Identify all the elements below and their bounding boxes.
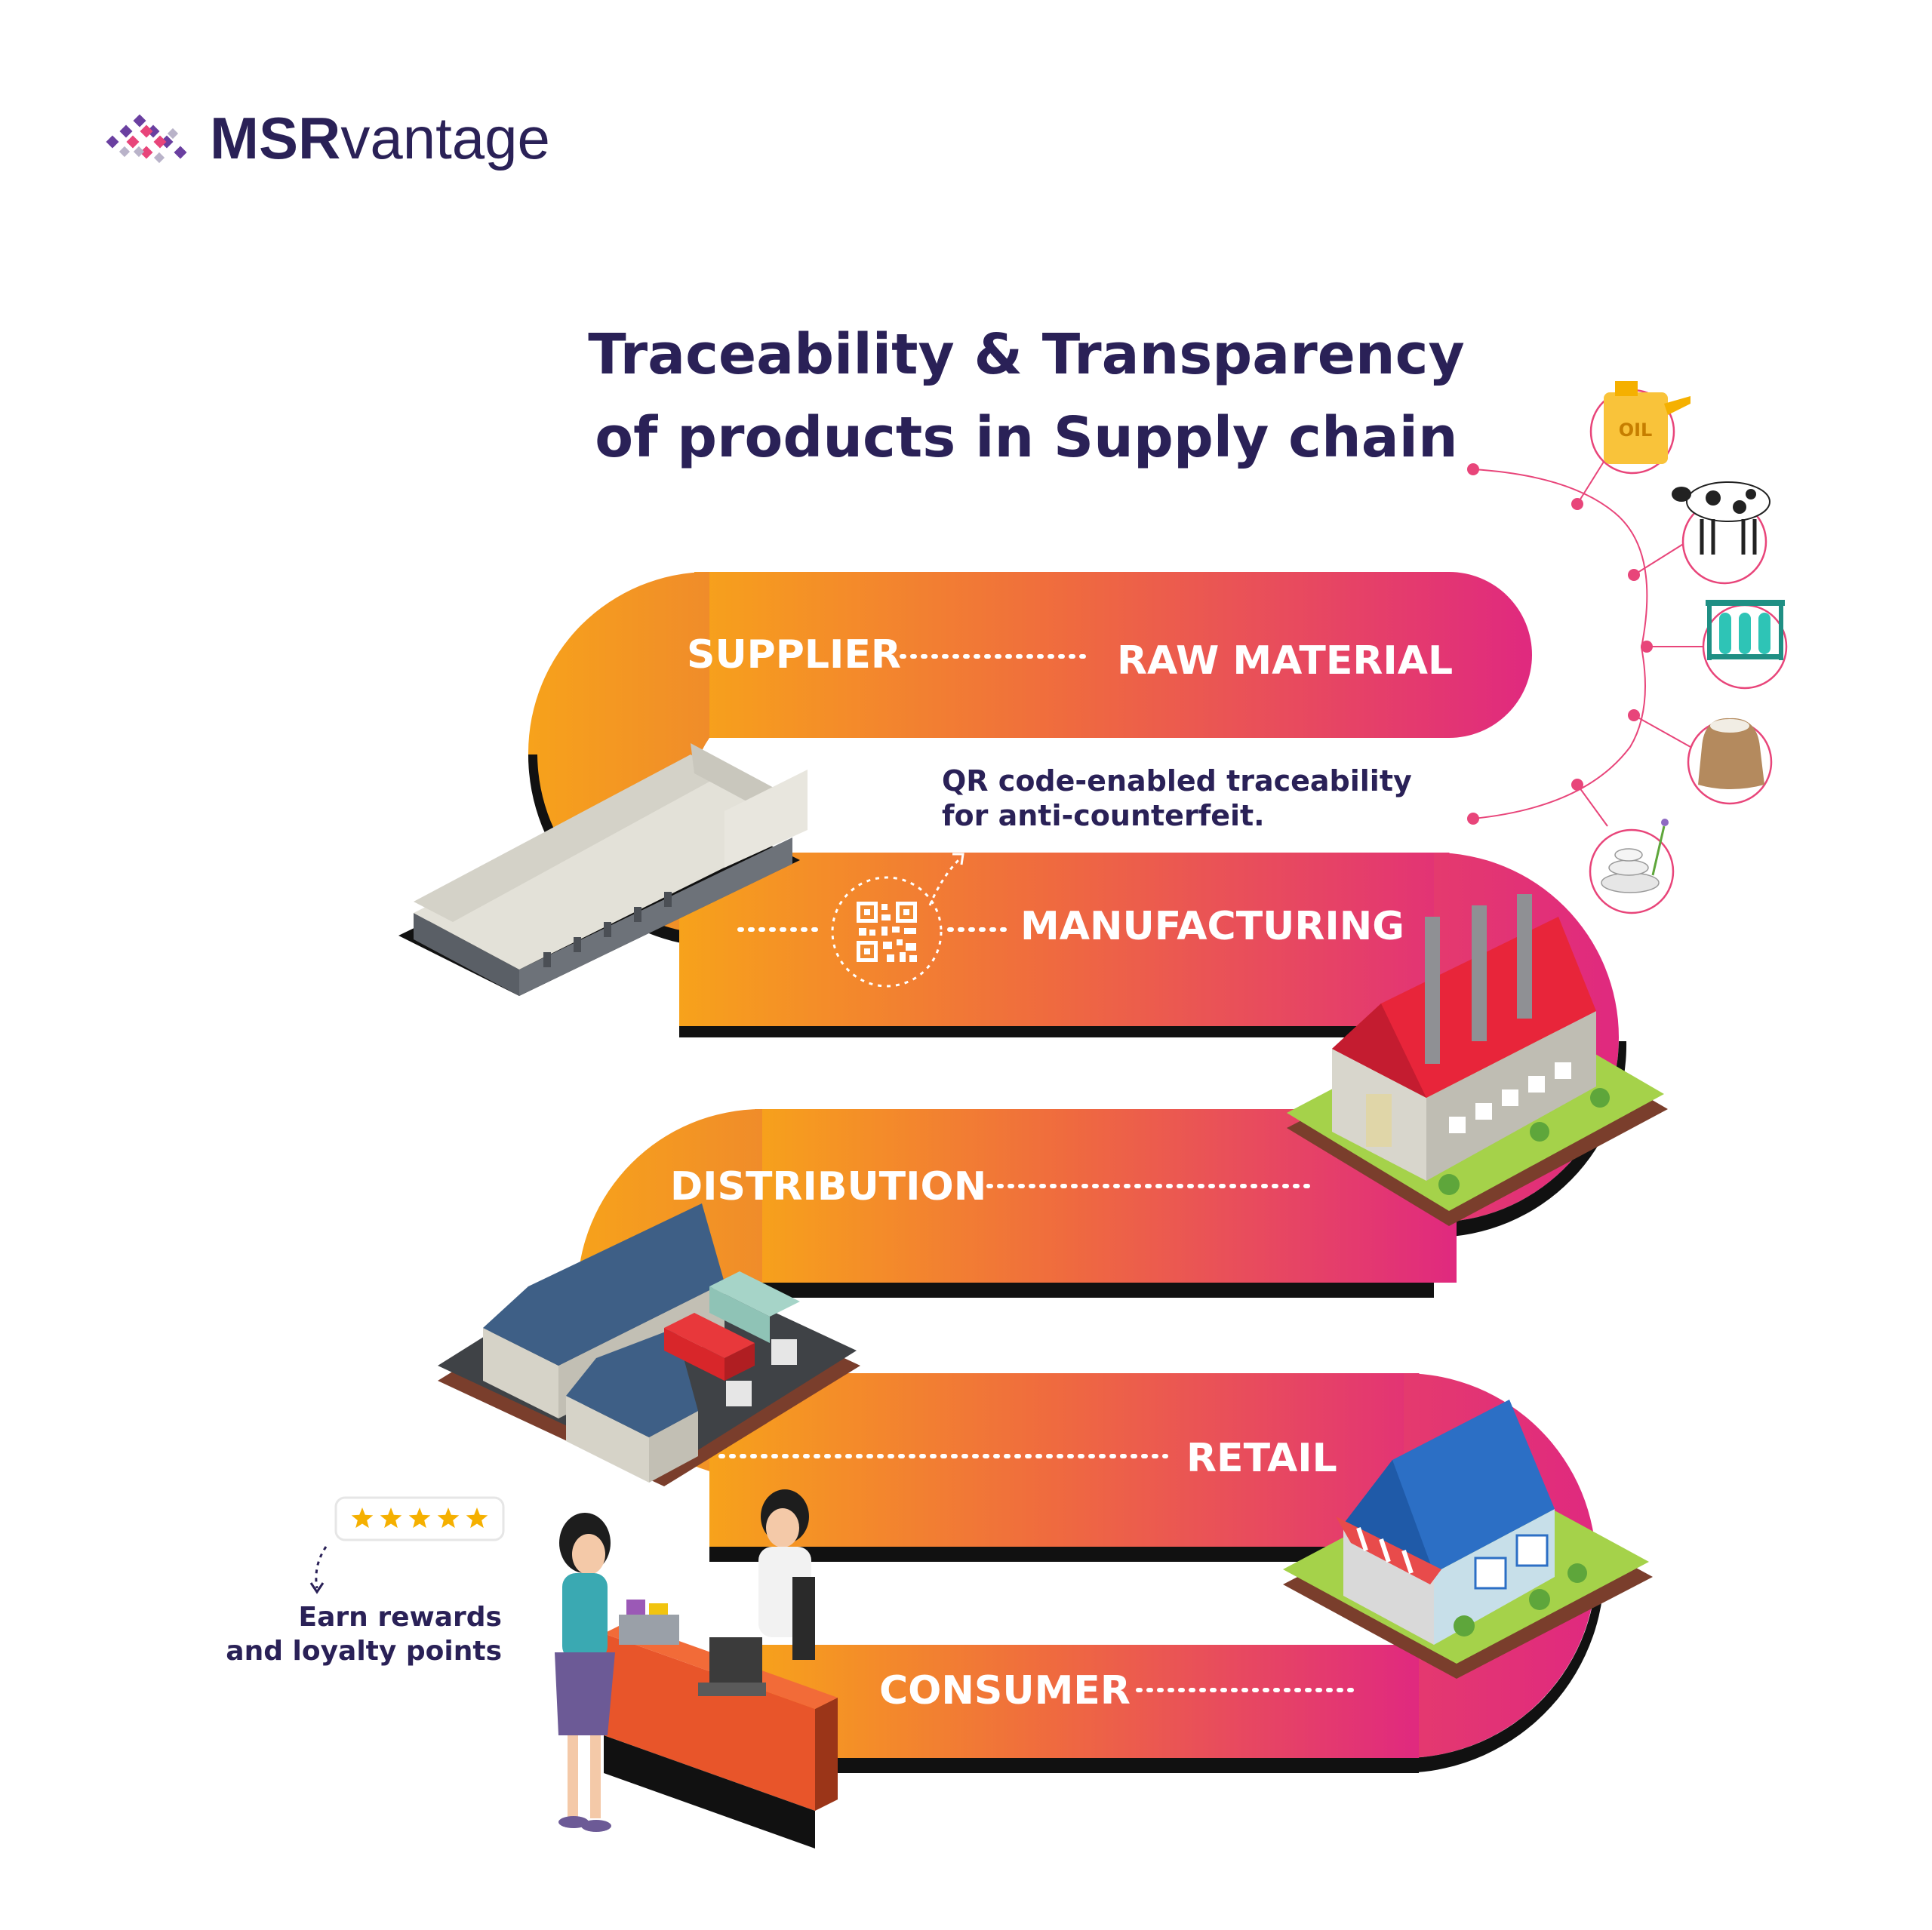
factory-illustration xyxy=(1287,894,1668,1226)
oil-label: OIL xyxy=(1619,419,1653,441)
logo-light: vantage xyxy=(340,105,550,171)
stage-label-supplier: SUPPLIER xyxy=(687,632,901,678)
raw-material-arc: OIL xyxy=(1467,381,1788,914)
stage-label-retail: RETAIL xyxy=(1186,1436,1337,1481)
stage-label-distribution: DISTRIBUTION xyxy=(670,1164,986,1209)
stage-label-manufacturing: MANUFACTURING xyxy=(1020,904,1404,949)
svg-text:MSRvantage: MSRvantage xyxy=(210,105,550,171)
band-manufacturing xyxy=(679,853,1508,1026)
star-icon xyxy=(466,1507,488,1529)
band-retail xyxy=(709,1373,1478,1547)
rating-stars xyxy=(351,1507,488,1529)
stage-label-raw-material: RAW MATERIAL xyxy=(1117,638,1453,684)
retail-store-illustration xyxy=(1283,1400,1653,1679)
distribution-center-illustration xyxy=(438,1203,860,1486)
oil-can-icon: OIL xyxy=(1604,381,1690,464)
band-distribution xyxy=(755,1109,1457,1283)
title-line-2: of products in Supply chain xyxy=(595,405,1457,470)
rewards-line-1: Earn rewards xyxy=(299,1602,502,1633)
star-icon xyxy=(437,1507,460,1529)
warehouse-illustration xyxy=(398,743,808,996)
rating-badge xyxy=(334,1496,505,1541)
logo-mark-icon xyxy=(106,114,187,164)
dotted-connectors xyxy=(718,654,1361,1692)
title-line-1: Traceability & Transparency xyxy=(588,322,1464,387)
star-icon xyxy=(380,1507,402,1529)
qr-annotation-line-2: for anti-counterfeit. xyxy=(942,799,1265,832)
qr-arrow-icon xyxy=(928,857,961,906)
band-supplier xyxy=(694,572,1532,738)
stones-icon xyxy=(1601,819,1669,893)
rewards-line-2: and loyalty points xyxy=(226,1636,502,1667)
band-consumer xyxy=(755,1645,1419,1758)
star-icon xyxy=(351,1507,374,1529)
logo-bold: MSR xyxy=(210,105,340,171)
checkout-illustration xyxy=(555,1489,838,1849)
stage-label-consumer: CONSUMER xyxy=(879,1668,1131,1713)
star-icon xyxy=(408,1507,431,1529)
grain-sack-icon xyxy=(1698,718,1764,789)
logo: MSRvantage xyxy=(106,105,550,171)
cow-icon xyxy=(1672,481,1770,555)
rewards-arrow-icon xyxy=(315,1546,328,1589)
test-tubes-icon xyxy=(1706,600,1785,660)
qr-code-icon xyxy=(831,876,943,988)
qr-annotation-line-1: QR code-enabled traceability xyxy=(942,764,1412,798)
